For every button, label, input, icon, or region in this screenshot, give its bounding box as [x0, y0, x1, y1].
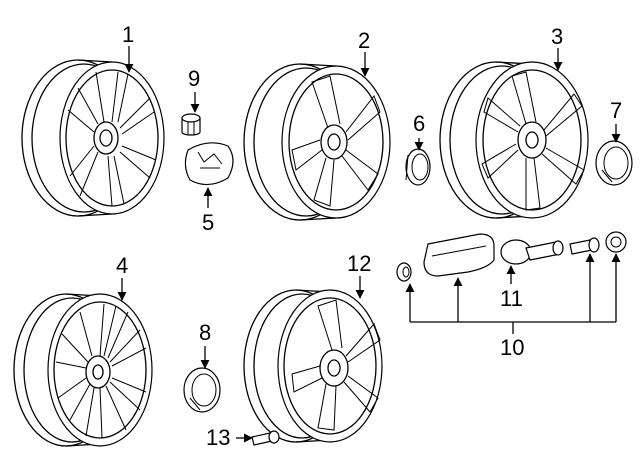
- callout-7: 7: [610, 98, 623, 123]
- valve-stem-part-13: [251, 430, 280, 446]
- callout-11: 11: [500, 286, 523, 311]
- tpms-kit-part-10: [396, 231, 627, 282]
- wheel-3: [439, 61, 589, 219]
- callout-10: 10: [500, 335, 525, 360]
- wheel-1: [21, 59, 165, 217]
- center-cap-part-8: [183, 367, 221, 413]
- center-cap-part-5: [184, 142, 234, 186]
- callout-13: 13: [206, 425, 231, 450]
- lug-nut-part-9: [181, 113, 201, 136]
- callout-5: 5: [202, 210, 215, 235]
- callout-12: 12: [347, 251, 372, 276]
- callout-4: 4: [116, 253, 129, 278]
- callout-9: 9: [188, 66, 201, 91]
- leader-lines: [117, 46, 621, 443]
- callout-3: 3: [551, 24, 564, 49]
- wheel-2: [243, 63, 391, 221]
- center-cap-part-7: [595, 140, 633, 186]
- callout-2: 2: [358, 28, 371, 53]
- callout-6: 6: [413, 111, 426, 136]
- callout-1: 1: [122, 22, 135, 47]
- callout-8: 8: [199, 320, 212, 345]
- wheel-12: [243, 289, 383, 443]
- center-cap-part-6: [405, 148, 431, 186]
- wheel-4: [13, 293, 153, 447]
